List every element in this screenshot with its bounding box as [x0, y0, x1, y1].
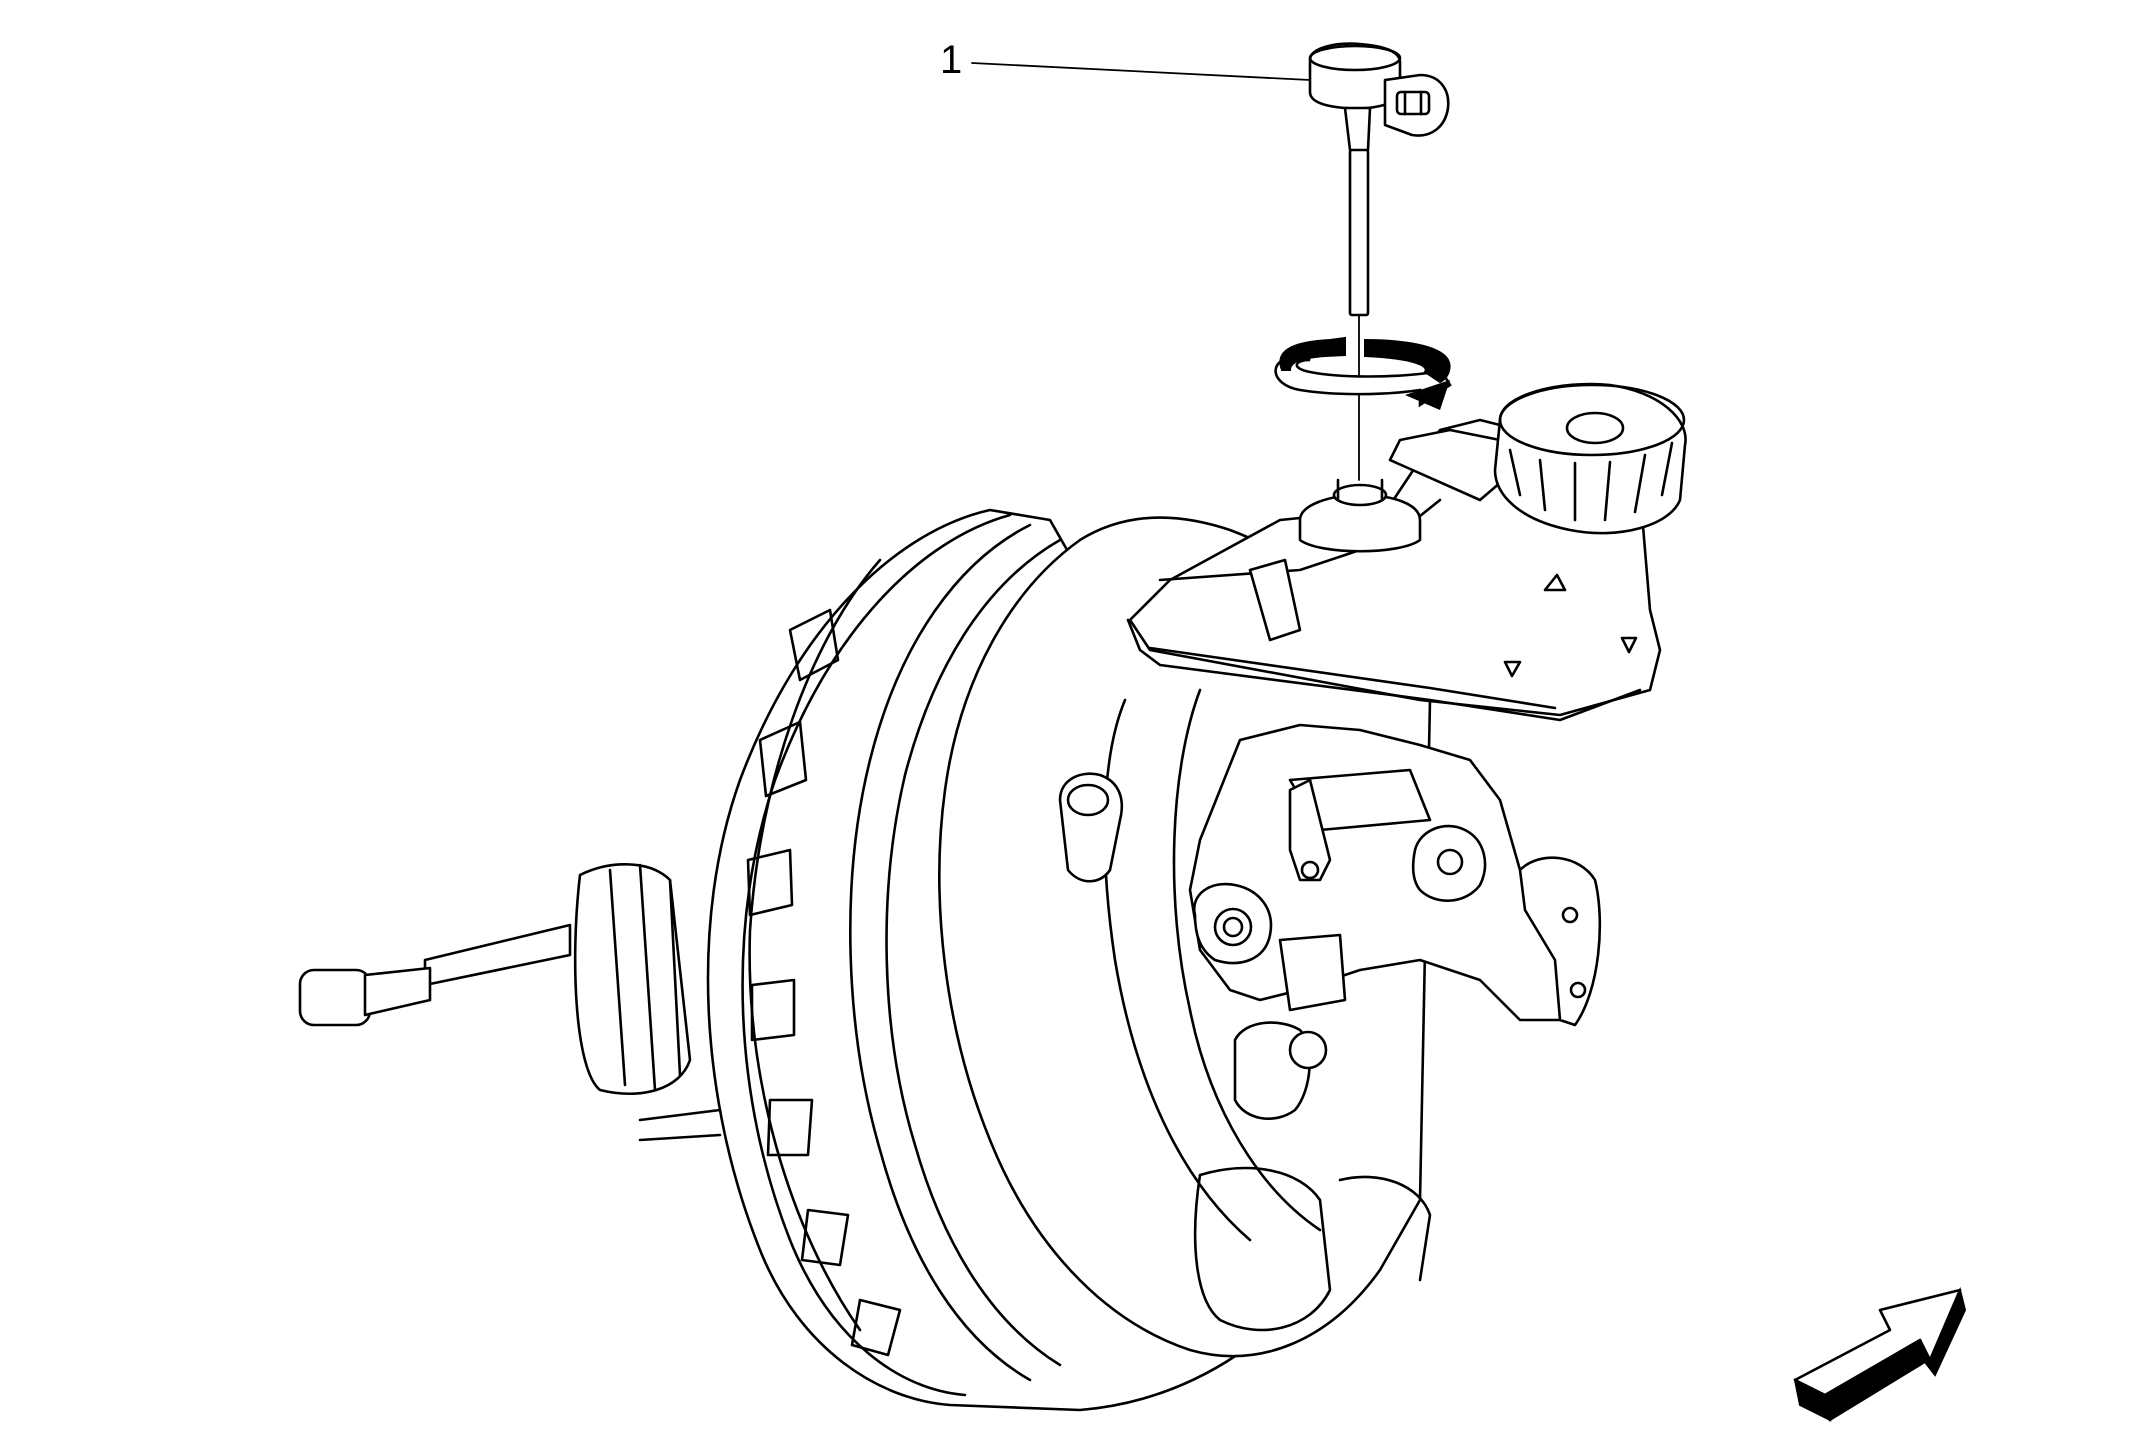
callout-1-label: 1	[940, 38, 963, 82]
booster-input-pushrod	[298, 863, 722, 1142]
level-sensor-port	[1298, 478, 1422, 553]
brake-fluid-level-sensor	[1308, 42, 1450, 481]
view-direction-arrow-icon	[1793, 1286, 1967, 1422]
master-cylinder-body	[1058, 723, 1602, 1120]
rotation-arrow-icon	[1274, 336, 1452, 410]
callout-1-leader	[971, 62, 1311, 81]
reservoir-cap	[1493, 382, 1687, 535]
